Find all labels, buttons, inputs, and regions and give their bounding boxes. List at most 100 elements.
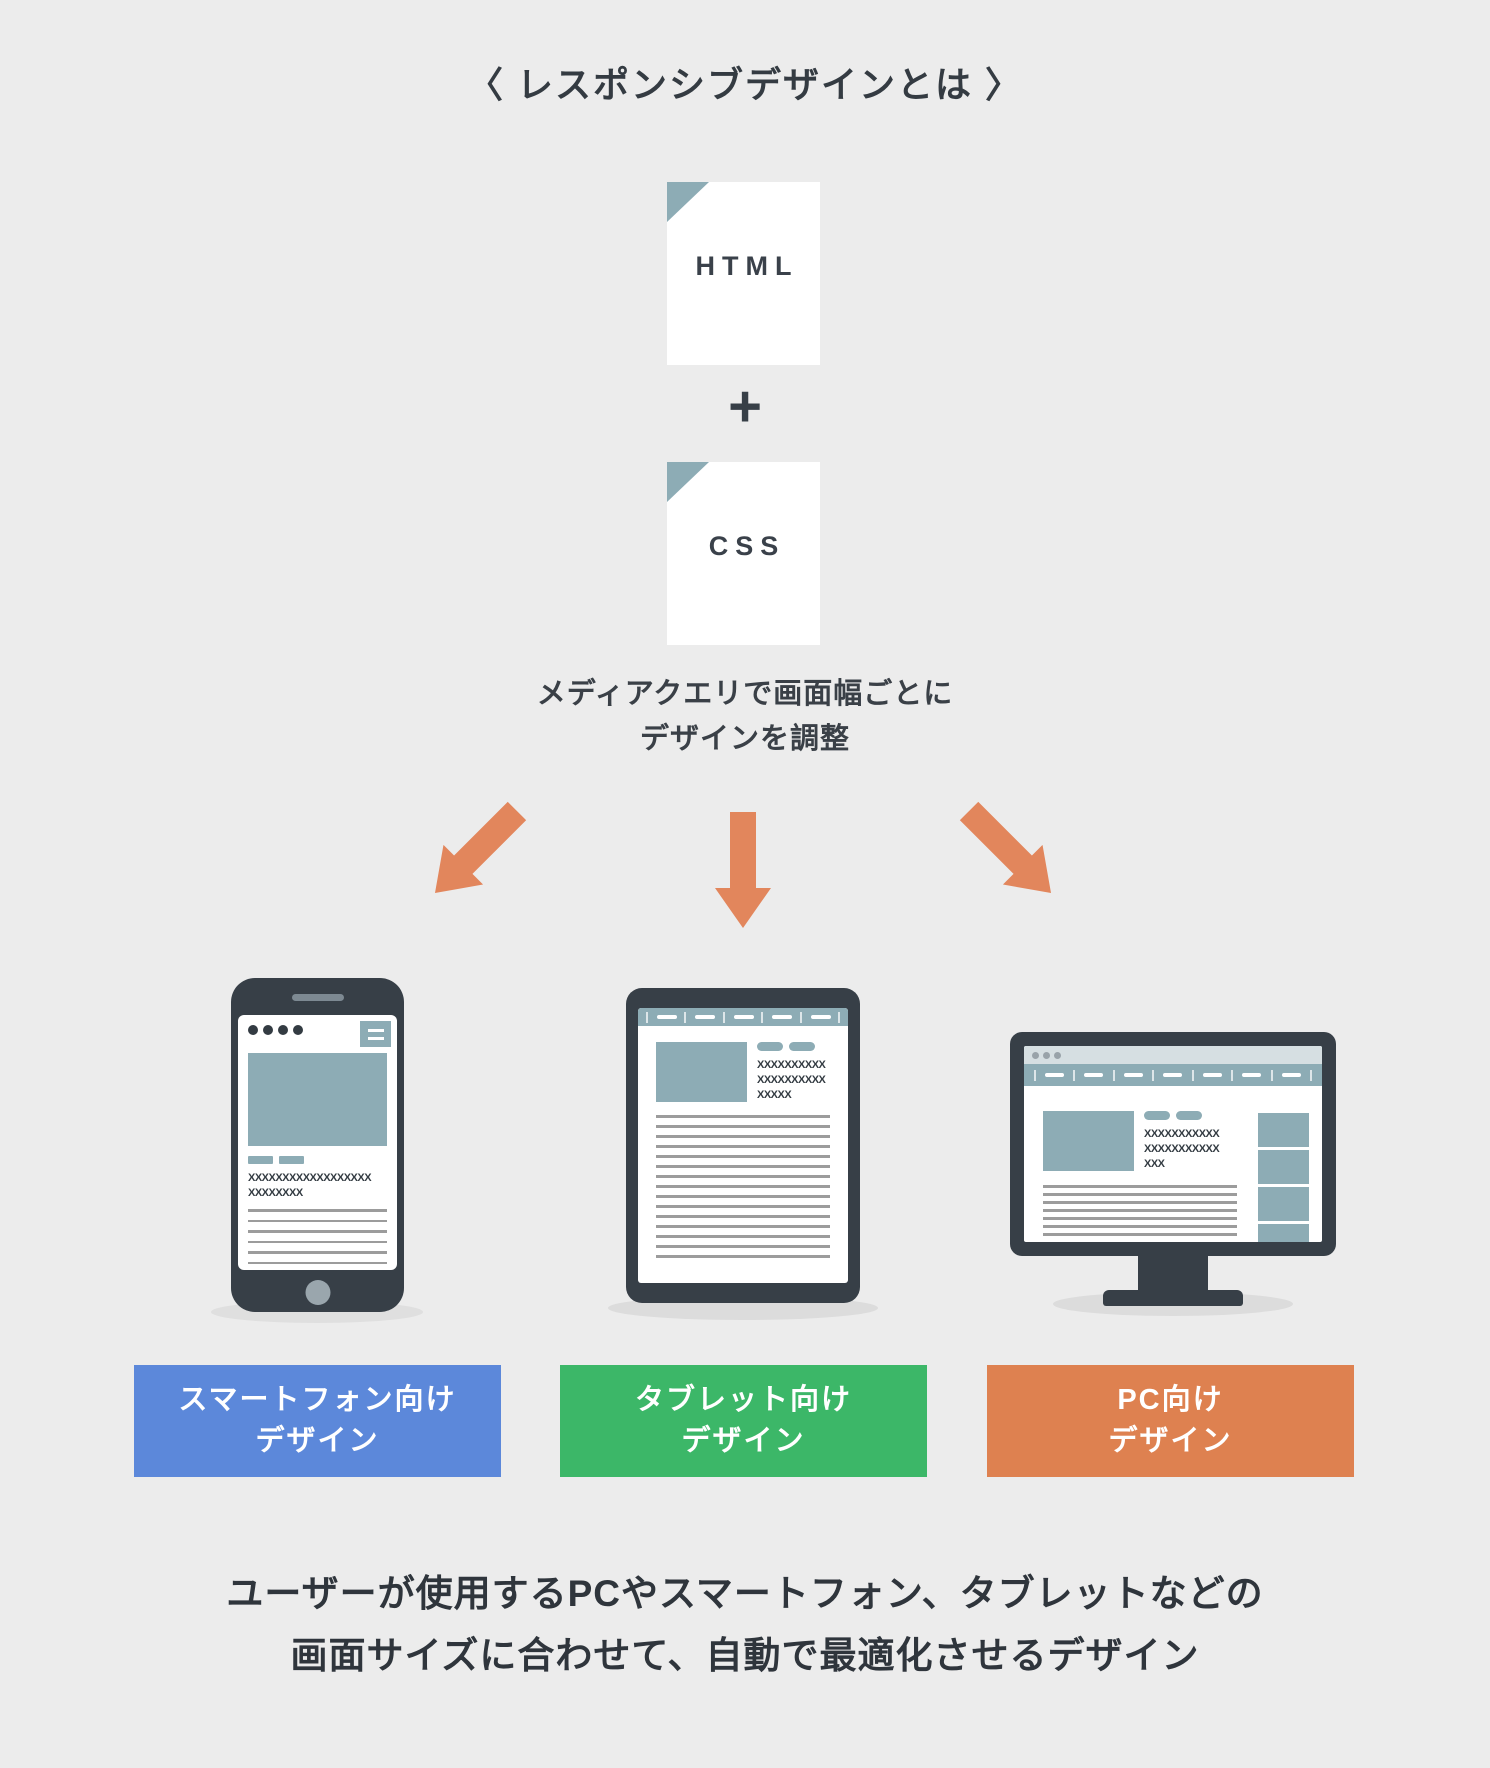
nav-link-placeholder: [733, 1015, 754, 1019]
nav-separator: [1270, 1069, 1273, 1081]
text-line-placeholder: [248, 1209, 387, 1212]
nav-link-placeholder: [1281, 1073, 1301, 1077]
sidebar-block-placeholder: [1258, 1150, 1309, 1184]
phone-home-button: [305, 1280, 330, 1305]
text-line-placeholder: [1043, 1209, 1237, 1212]
phone-logo-dots: [248, 1025, 387, 1035]
text-line-placeholder: [248, 1251, 387, 1254]
monitor-stand-foot: [1103, 1290, 1243, 1306]
text-line-placeholder: [656, 1165, 830, 1168]
nav-menu-item: [761, 1011, 793, 1023]
nav-link-placeholder: [1163, 1073, 1183, 1077]
nav-menu-item: [1112, 1069, 1143, 1081]
media-query-note-line2: デザインを調整: [639, 723, 850, 755]
nav-link-placeholder: [1202, 1073, 1222, 1077]
text-line-placeholder: [656, 1245, 830, 1248]
nav-menu-item: [645, 1011, 677, 1023]
css-file-label: CSS: [708, 531, 786, 561]
tag-placeholder: [1176, 1111, 1202, 1120]
arrow-down-left-icon: [434, 801, 527, 894]
footer-line2: 画面サイズに合わせて、自動で最適化させるデザイン: [290, 1635, 1200, 1676]
placeholder-text-line: XXXXXXXXXX: [757, 1074, 826, 1086]
nav-separator: [1073, 1069, 1076, 1081]
browser-title-bar: [1024, 1046, 1322, 1064]
arrow-down-icon: [715, 812, 771, 928]
dot-icon: [248, 1025, 258, 1035]
text-line-placeholder: [656, 1135, 830, 1138]
nav-link-placeholder: [1044, 1073, 1064, 1077]
text-line-placeholder: [248, 1261, 387, 1264]
text-line-placeholder: [656, 1235, 830, 1238]
tablet-tags: [757, 1042, 825, 1051]
media-query-note-line1: メディアクエリで画面幅ごとに: [536, 678, 954, 710]
nav-separator: [1191, 1069, 1194, 1081]
phone-screen: XXXXXXXXXXXXXXXXXX XXXXXXXX: [238, 1015, 397, 1270]
css-file-icon: CSS: [667, 462, 820, 645]
nav-separator: [684, 1011, 687, 1023]
nav-menu-item: [1191, 1069, 1222, 1081]
nav-separator: [799, 1011, 802, 1023]
label-line2: デザイン: [1108, 1425, 1233, 1457]
phone-placeholder-heading: XXXXXXXXXXXXXXXXXX XXXXXXXX: [248, 1171, 387, 1201]
text-line-placeholder: [248, 1240, 387, 1243]
pc-content: XXXXXXXXXXX XXXXXXXXXXX XXX: [1024, 1111, 1237, 1236]
nav-link-placeholder: [695, 1015, 716, 1019]
window-control-dot-icon: [1043, 1051, 1050, 1059]
pc-tags: [1144, 1111, 1219, 1120]
footer-description: ユーザーが使用するPCやスマートフォン、タブレットなどの 画面サイズに合わせて、…: [0, 1563, 1490, 1687]
text-line-placeholder: [1043, 1201, 1237, 1204]
text-line-placeholder: [1043, 1217, 1237, 1220]
text-line-placeholder: [656, 1115, 830, 1118]
label-pc-design: PC向け デザイン: [987, 1365, 1354, 1477]
nav-menu-item: [799, 1011, 831, 1023]
html-file-icon: HTML: [667, 182, 820, 365]
text-line-placeholder: [656, 1205, 830, 1208]
text-line-placeholder: [656, 1155, 830, 1158]
sidebar-block-placeholder: [1258, 1113, 1309, 1147]
footer-line1: ユーザーが使用するPCやスマートフォン、タブレットなどの: [226, 1573, 1264, 1614]
desktop-illustration: XXXXXXXXXXX XXXXXXXXXXX XXX: [1010, 1032, 1336, 1256]
placeholder-text-line: XXXXXXXXXX: [757, 1059, 826, 1071]
text-line-placeholder: [656, 1125, 830, 1128]
text-line-placeholder: [1043, 1185, 1237, 1188]
nav-separator: [1033, 1069, 1036, 1081]
dot-icon: [293, 1025, 303, 1035]
nav-separator: [1231, 1069, 1234, 1081]
tag-placeholder: [789, 1042, 815, 1051]
tablet-illustration: XXXXXXXXXX XXXXXXXXXX XXXXX: [626, 988, 860, 1303]
nav-separator: [722, 1011, 725, 1023]
pc-image-placeholder: [1043, 1111, 1134, 1171]
nav-menu-item: [1033, 1069, 1064, 1081]
label-smartphone-design: スマートフォン向け デザイン: [134, 1365, 501, 1477]
phone-text-lines: [248, 1209, 387, 1264]
placeholder-text-line: XXXXXXXXXXX: [1144, 1128, 1220, 1140]
text-line-placeholder: [1043, 1225, 1237, 1228]
nav-separator: [1112, 1069, 1115, 1081]
pc-text-lines: [1043, 1185, 1237, 1236]
window-control-dot-icon: [1054, 1051, 1061, 1059]
pc-sidebar: [1258, 1113, 1309, 1242]
file-fold-corner: [667, 182, 709, 222]
text-line-placeholder: [656, 1195, 830, 1198]
nav-menu-item: [1073, 1069, 1104, 1081]
placeholder-text-line: XXXXX: [757, 1089, 792, 1101]
phone-hero-image-placeholder: [248, 1053, 387, 1146]
nav-separator: [1152, 1069, 1155, 1081]
text-line-placeholder: [656, 1145, 830, 1148]
text-line-placeholder: [656, 1215, 830, 1218]
text-line-placeholder: [656, 1185, 830, 1188]
nav-link-placeholder: [1123, 1073, 1143, 1077]
phone-speaker: [291, 994, 344, 1001]
text-line-placeholder: [1043, 1233, 1237, 1236]
html-file-label: HTML: [695, 251, 799, 281]
text-line-placeholder: [656, 1225, 830, 1228]
dot-icon: [263, 1025, 273, 1035]
nav-menu-item: [1152, 1069, 1183, 1081]
nav-separator: [761, 1011, 764, 1023]
label-line1: PC向け: [1117, 1384, 1224, 1416]
nav-link-placeholder: [1242, 1073, 1262, 1077]
monitor-stand-neck: [1138, 1256, 1208, 1296]
nav-link-placeholder: [772, 1015, 793, 1019]
plus-sign: +: [728, 374, 762, 439]
sidebar-block-placeholder: [1258, 1224, 1309, 1242]
